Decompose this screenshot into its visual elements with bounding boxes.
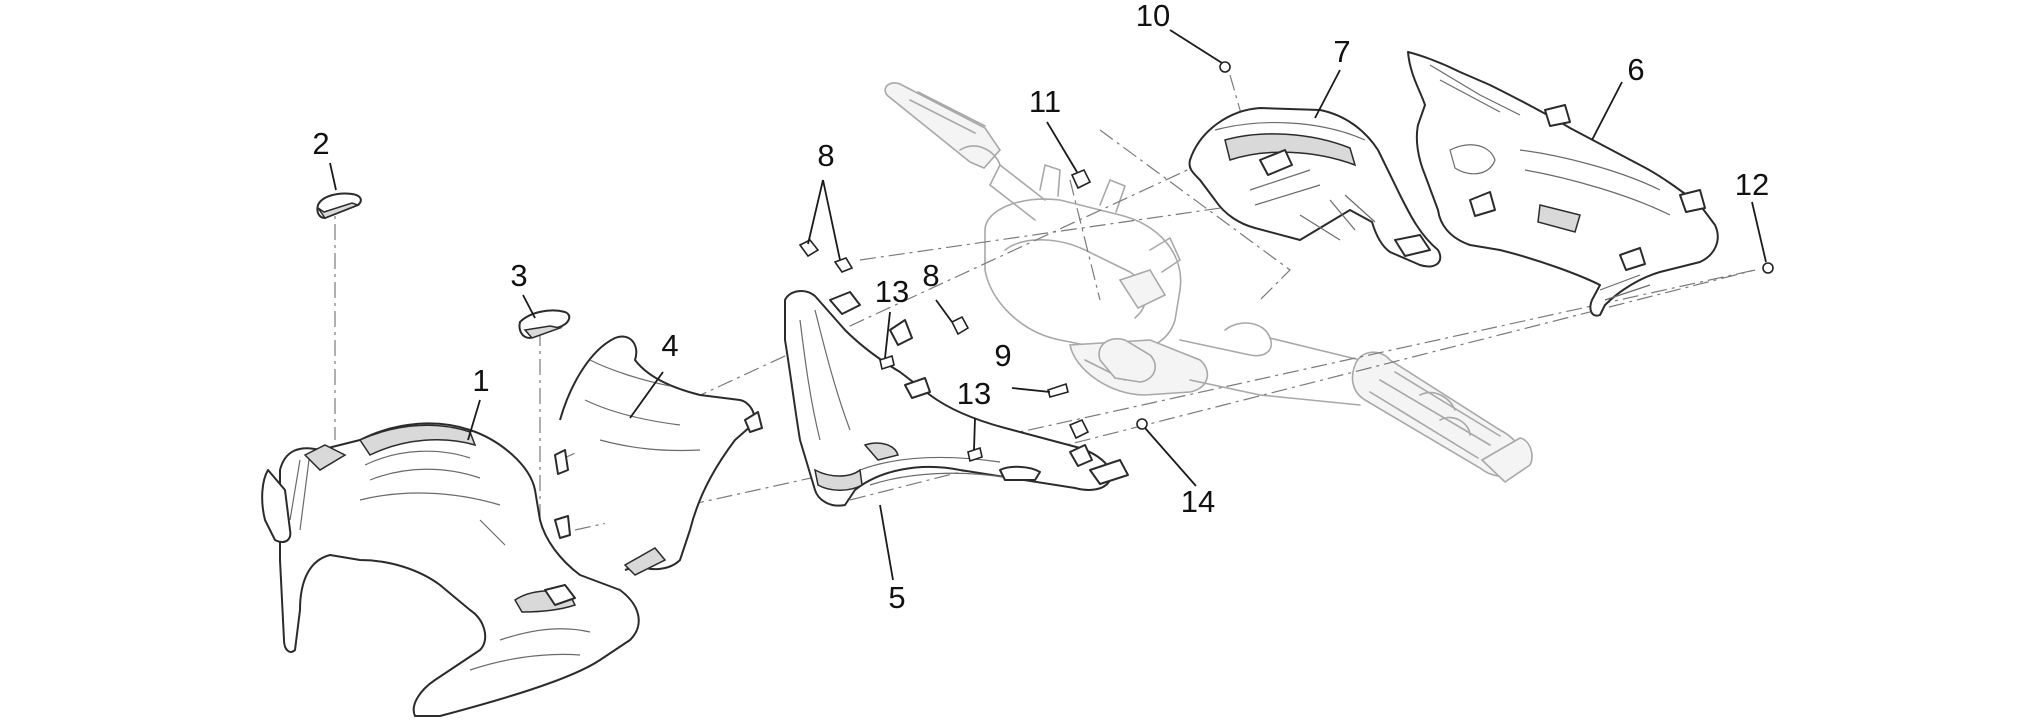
- clip-8a: [798, 238, 820, 258]
- callout-14: 14: [1181, 484, 1215, 519]
- part-1-front-cover: [261, 422, 640, 717]
- part-7-instrument-housing: [1188, 107, 1442, 268]
- callout-5: 5: [888, 580, 905, 615]
- part-6-rear-cover: [1407, 51, 1719, 317]
- callout-1: 1: [472, 363, 489, 398]
- screw-9: [1047, 382, 1069, 398]
- callout-8b: 8: [922, 258, 939, 293]
- callout-11: 11: [1029, 84, 1061, 119]
- callout-10: 10: [1136, 0, 1170, 33]
- screw-12: [1762, 262, 1774, 274]
- callout-3: 3: [510, 258, 527, 293]
- callout-13b: 13: [957, 376, 991, 411]
- clip-extra: [1068, 418, 1090, 440]
- callout-8a: 8: [817, 138, 834, 173]
- clip-8b: [833, 257, 854, 273]
- callout-12: 12: [1735, 167, 1769, 202]
- clip-8c: [950, 315, 970, 336]
- nut-11: [1070, 168, 1092, 190]
- leader-lines: [329, 29, 1767, 581]
- screw-13b: [967, 446, 983, 463]
- screw-10: [1219, 61, 1231, 73]
- callout-6: 6: [1627, 52, 1644, 87]
- part-3-cap: [518, 309, 571, 339]
- callout-labels: 1 2 3 4 5 6 7 8 8 9 10 11 12 13 13 14: [312, 0, 1769, 615]
- callout-2: 2: [312, 126, 329, 161]
- part-4-inner-housing: [554, 335, 763, 576]
- part-5-lower-cover: [784, 290, 1129, 507]
- callout-7: 7: [1333, 34, 1350, 69]
- part-2-cap: [316, 192, 362, 219]
- screw-14: [1136, 418, 1148, 430]
- callout-9: 9: [994, 338, 1011, 373]
- callout-4: 4: [661, 328, 678, 363]
- callout-13a: 13: [875, 274, 909, 309]
- fasteners: [798, 61, 1774, 463]
- screw-13a: [879, 354, 895, 371]
- handlebar-ghost: [884, 82, 1533, 484]
